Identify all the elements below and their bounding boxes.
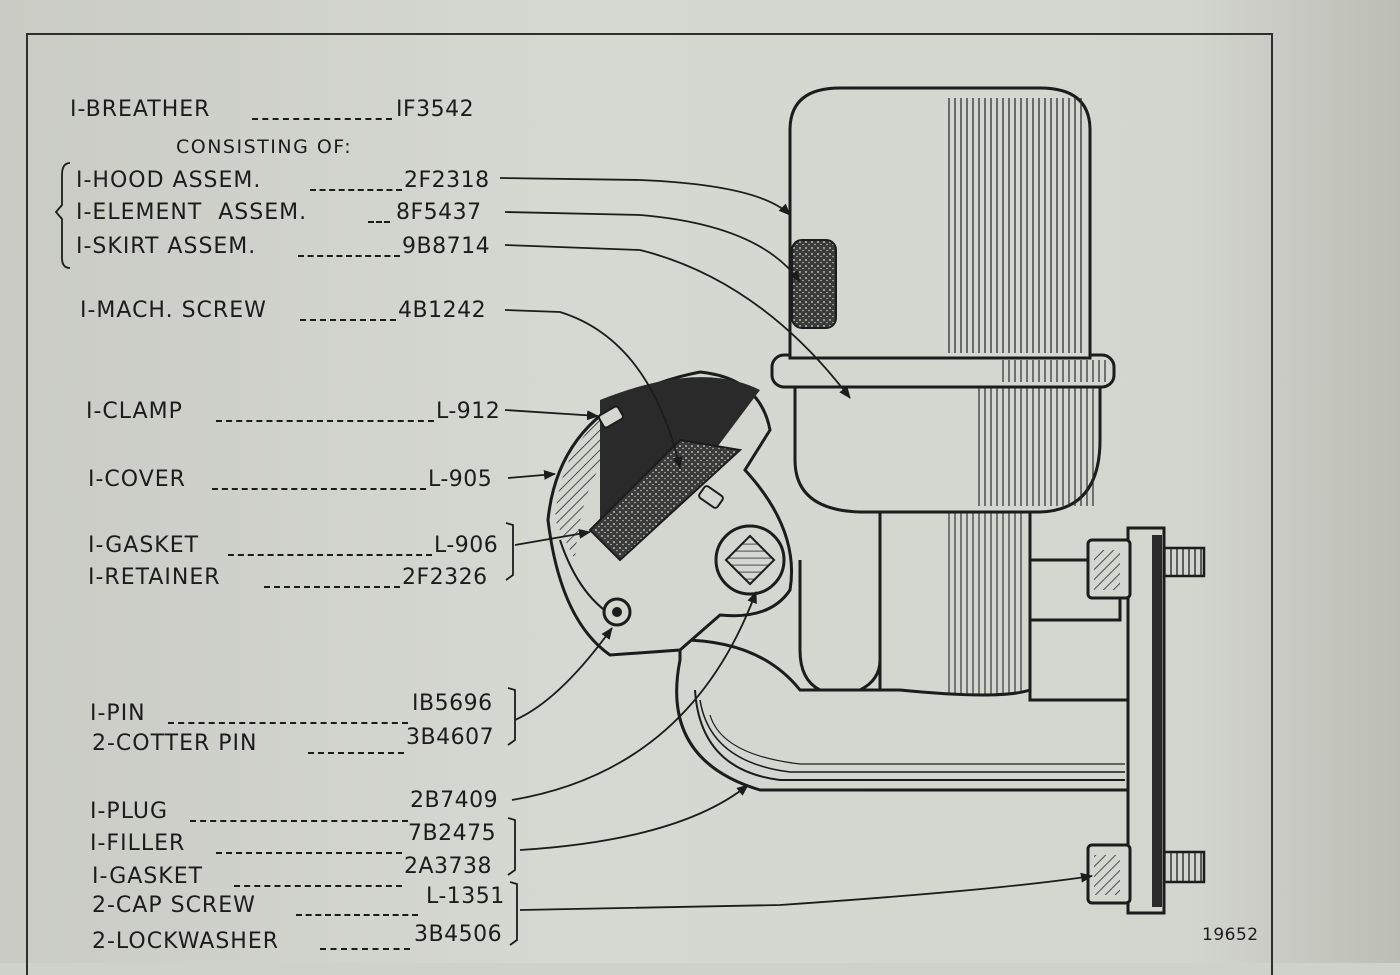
part-label: I-PLUG <box>90 799 169 824</box>
mounting-flange <box>1086 526 1206 915</box>
skirt-ring <box>770 353 1116 389</box>
part-number: 8F5437 <box>396 200 482 225</box>
part-label: I-ELEMENT ASSEM. <box>76 200 308 225</box>
hood <box>788 86 1092 360</box>
part-number: 2A3738 <box>404 854 493 879</box>
part-number: L-906 <box>434 533 499 558</box>
part-label: I-MACH. SCREW <box>80 298 267 323</box>
leader-dash <box>320 948 410 950</box>
leader-dash <box>310 189 402 191</box>
leader-dash <box>368 221 390 223</box>
part-number: 2F2326 <box>402 565 488 590</box>
part-number: 2B7409 <box>410 788 499 813</box>
leader-dash <box>252 118 392 120</box>
part-label: I-RETAINER <box>88 565 221 590</box>
intake-pipe <box>798 498 1032 702</box>
leader-dash <box>308 752 404 754</box>
leader-dash <box>216 852 402 854</box>
part-label: I-GASKET <box>92 864 204 889</box>
leader-dash <box>264 586 400 588</box>
cover-housing <box>546 370 794 657</box>
part-label: I-PIN <box>90 701 146 726</box>
leader-dash <box>228 554 432 556</box>
leader-dash <box>212 488 426 490</box>
part-label: I-BREATHER <box>70 97 211 122</box>
part-number: L-905 <box>428 467 493 492</box>
leader-dash <box>168 722 408 724</box>
part-number: IB5696 <box>412 691 493 716</box>
part-number: IF3542 <box>396 97 475 122</box>
part-label: I-CLAMP <box>86 399 183 424</box>
part-label: I-SKIRT ASSEM. <box>76 234 257 259</box>
leader-dash <box>300 319 396 321</box>
figure-border <box>26 33 1273 975</box>
part-label: I-HOOD ASSEM. <box>76 168 262 193</box>
part-label: 2-COTTER PIN <box>92 731 258 756</box>
leader-dash <box>190 820 408 822</box>
leader-dash <box>296 914 418 916</box>
elbow-body <box>675 558 1132 792</box>
part-label: I-GASKET <box>88 533 200 558</box>
part-number: L-912 <box>436 399 501 424</box>
leader-dash <box>216 420 434 422</box>
part-label: 2-CAP SCREW <box>92 893 256 918</box>
skirt-bowl <box>793 378 1102 514</box>
leader-lines <box>54 162 1093 946</box>
part-number: 9B8714 <box>402 234 491 259</box>
part-number: L-1351 <box>426 884 505 909</box>
consisting-of-heading: CONSISTING OF: <box>176 136 353 158</box>
figure-number: 19652 <box>1202 925 1259 945</box>
part-number: 4B1242 <box>398 298 487 323</box>
part-label: I-FILLER <box>90 831 186 856</box>
part-number: 7B2475 <box>408 821 497 846</box>
part-number: 3B4506 <box>414 922 503 947</box>
part-label: 2-LOCKWASHER <box>92 929 280 954</box>
part-label: I-COVER <box>88 467 186 492</box>
leader-dash <box>234 885 402 887</box>
leader-dash <box>298 255 400 257</box>
part-number: 3B4607 <box>406 725 495 750</box>
part-number: 2F2318 <box>404 168 490 193</box>
